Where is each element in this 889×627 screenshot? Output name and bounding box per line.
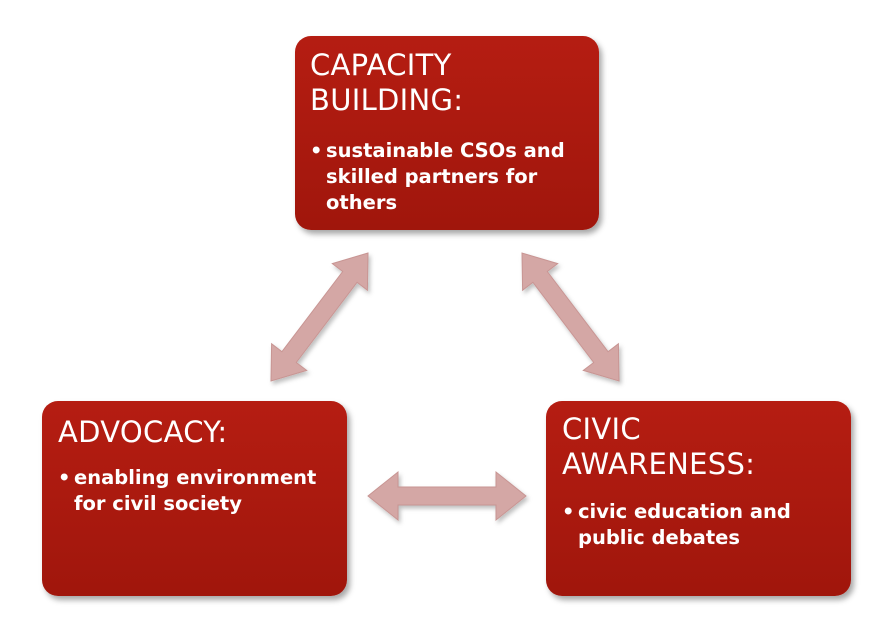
list-item-text: sustainable CSOs and skilled partners fo… <box>326 139 565 214</box>
advocacy-box: ADVOCACY: •enabling environment for civi… <box>42 401 347 596</box>
bullet-icon: • <box>58 466 71 489</box>
list-item-text: civic education and public debates <box>578 500 791 549</box>
double-arrow-capacity-advocacy <box>270 252 369 382</box>
double-arrow-advocacy-civic <box>367 470 527 522</box>
double-arrow-capacity-civic <box>521 252 620 382</box>
list-item-text: enabling environment for civil society <box>74 466 317 515</box>
list-item: •civic education and public debates <box>562 499 837 551</box>
capacity-building-list: •sustainable CSOs and skilled partners f… <box>310 138 585 216</box>
advocacy-title: ADVOCACY: <box>58 415 228 449</box>
civic-awareness-title: CIVIC AWARENESS: <box>562 412 756 481</box>
bullet-icon: • <box>310 139 323 162</box>
capacity-building-box: CAPACITY BUILDING: •sustainable CSOs and… <box>295 36 599 230</box>
civic-awareness-list: •civic education and public debates <box>562 499 837 551</box>
advocacy-list: •enabling environment for civil society <box>58 465 333 517</box>
list-item: •enabling environment for civil society <box>58 465 333 517</box>
civic-awareness-box: CIVIC AWARENESS: •civic education and pu… <box>546 401 851 596</box>
capacity-building-title: CAPACITY BUILDING: <box>310 48 464 117</box>
list-item: •sustainable CSOs and skilled partners f… <box>310 138 585 216</box>
bullet-icon: • <box>562 500 575 523</box>
